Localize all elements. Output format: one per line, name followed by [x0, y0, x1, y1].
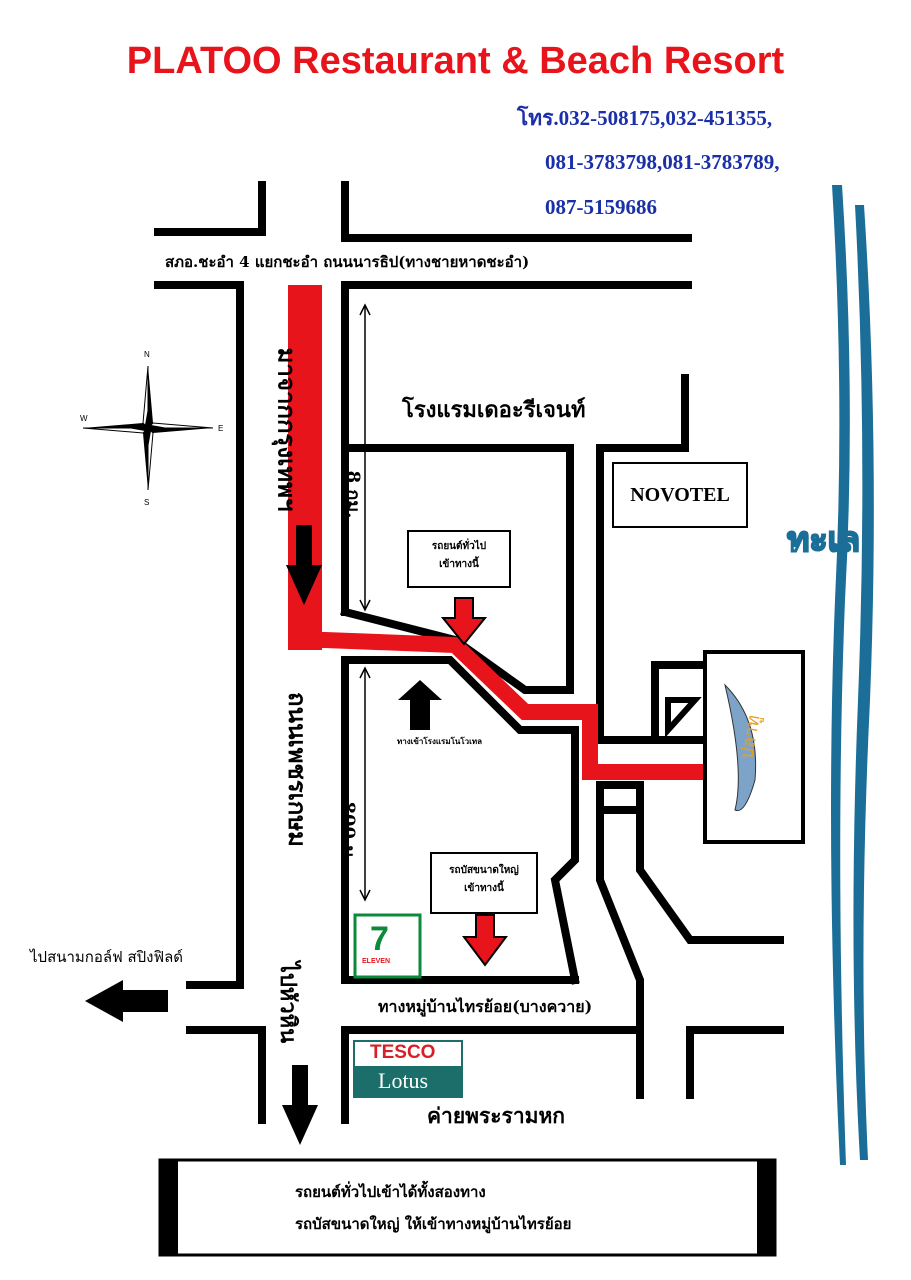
- phone-line-3: 087-5159686: [545, 195, 657, 219]
- camp-label: ค่ายพระรามหก: [425, 1102, 568, 1130]
- tesco-logo: TESCO: [370, 1042, 436, 1063]
- sea: [831, 185, 874, 1165]
- compass-n: N: [144, 350, 150, 359]
- distance-8km: 8 กม.: [342, 470, 364, 519]
- sea-label: ทะเล: [786, 519, 861, 561]
- top-road-label: สภอ.ชะอำ 4 แยกชะอำ ถนนนารธิป(ทางชายหาดชะ…: [165, 253, 530, 271]
- compass-s: S: [144, 498, 150, 507]
- bus-sign: รถบัสขนาดใหญ่ เข้าทางนี้: [430, 852, 538, 914]
- seven-eleven-logo: ELEVEN: [362, 958, 391, 965]
- seven-eleven-box: [353, 913, 422, 979]
- phetkasem-label: ถนนเพชรเกษม: [282, 692, 312, 847]
- footer-line-1: รถยนต์ทั่วไปเข้าได้ทั้งสองทาง: [295, 1183, 486, 1201]
- lotus-logo: Lotus: [378, 1068, 429, 1093]
- novotel-label: NOVOTEL: [612, 462, 748, 528]
- distance-800m: 800 ม.: [337, 801, 359, 864]
- platoo-fish-logo: ปลาทู: [724, 683, 765, 812]
- footer-line-2: รถบัสขนาดใหญ่ ให้เข้าทางหมู่บ้านไทรย้อย: [295, 1215, 572, 1233]
- regent-label: โรงแรมเดอะรีเจนท์: [402, 397, 586, 423]
- phone-line-2: 081-3783798,081-3783789,: [545, 150, 780, 174]
- cars-sign-line2: เข้าทางนี้: [439, 559, 479, 570]
- bus-sign-line1: รถบัสขนาดใหญ่: [449, 865, 519, 876]
- page-title: PLATOO Restaurant & Beach Resort: [126, 40, 785, 82]
- compass-e: E: [218, 424, 224, 433]
- cars-sign-line1: รถยนต์ทั่วไป: [431, 541, 487, 552]
- to-golf-label: ไปสนามกอล์ฟ สปิงฟิลด์: [30, 948, 184, 966]
- footer-box: [158, 1158, 777, 1257]
- to-huahin-label: ไปหัวหิน: [275, 961, 302, 1044]
- phone-line-1: โทร.032-508175,032-451355,: [517, 106, 773, 130]
- roads: [154, 181, 784, 1124]
- compass-icon: [82, 365, 214, 491]
- route-line: [296, 285, 705, 780]
- compass-w: W: [80, 414, 88, 423]
- svg-text:7: 7: [370, 920, 389, 958]
- bus-sign-line2: เข้าทางนี้: [464, 883, 504, 894]
- novotel-entrance-label: ทางเข้าโรงแรมโนโวเทล: [397, 736, 483, 746]
- cars-sign: รถยนต์ทั่วไป เข้าทางนี้: [407, 530, 511, 588]
- bottom-road-label: ทางหมู่บ้านไทรย้อย(บางควาย): [378, 997, 593, 1016]
- from-bangkok-label: มาจากกรุงเทพฯ: [272, 347, 302, 512]
- arrows: [85, 303, 508, 1145]
